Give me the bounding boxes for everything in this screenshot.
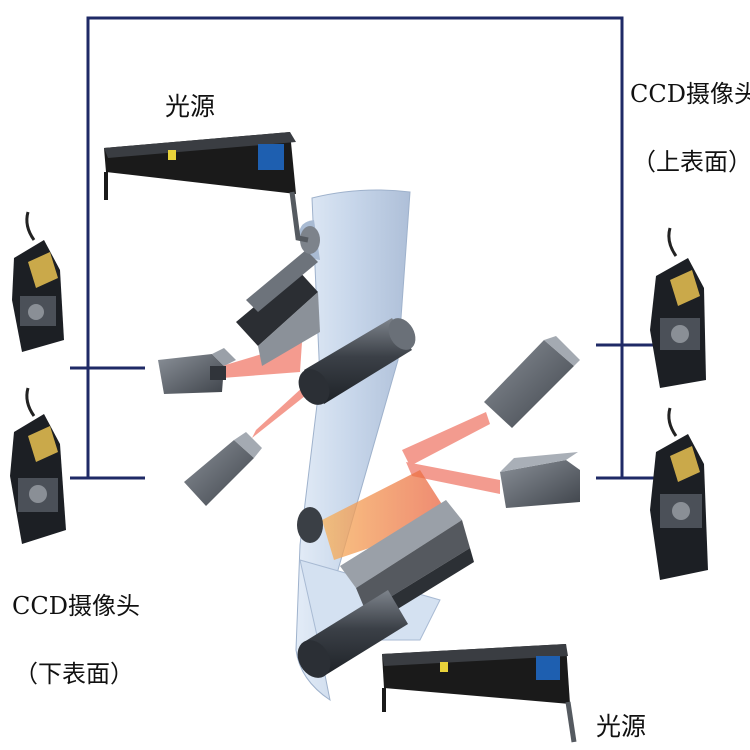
beam-right-lower (406, 462, 500, 494)
illumination-glow (322, 470, 452, 560)
roller-top-small (300, 226, 320, 254)
frame-line-main (86, 16, 624, 478)
beam-right-upper (402, 412, 490, 466)
ccd-camera-left-upper (12, 211, 64, 352)
rollers (297, 226, 416, 678)
roller-middle (297, 507, 323, 543)
light-source-top-unit (104, 132, 309, 243)
ccd-camera-right-lower (650, 407, 708, 580)
light-source-top-label: 光源 (165, 92, 216, 121)
ccd-bottom-title-label: CCD摄像头 (12, 592, 140, 620)
light-source-bottom-unit (382, 644, 577, 743)
roller-upper (298, 318, 416, 405)
ccd-bottom-sub-label: （下表面） (14, 660, 134, 688)
ccd-camera-left-lower (10, 387, 66, 544)
area-camera-left-upper (158, 348, 236, 394)
area-camera-right-lower (500, 452, 580, 508)
area-camera-right-upper (484, 336, 580, 428)
ccd-top-title-label: CCD摄像头 (630, 80, 750, 108)
roller-lower (297, 590, 408, 678)
wiring-frame (70, 16, 655, 480)
area-camera-left-lower (184, 432, 262, 506)
line-light-upper (236, 250, 320, 366)
beam-left-lower (252, 386, 310, 438)
ccd-camera-right-upper (650, 227, 706, 388)
light-source-bottom-label: 光源 (596, 712, 647, 741)
ccd-top-sub-label: （上表面） (632, 148, 750, 176)
